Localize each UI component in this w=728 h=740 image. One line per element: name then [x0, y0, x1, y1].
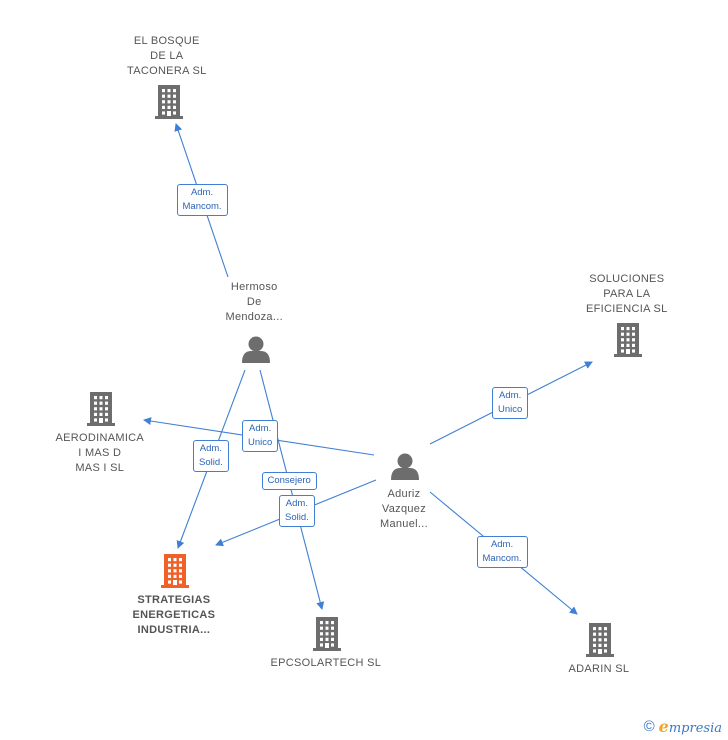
node-label-epcsolartech[interactable]: EPCSOLARTECH SL — [270, 657, 382, 669]
edge-label-aduriz-strategias[interactable]: Adm.Solid. — [279, 495, 315, 527]
person-icon[interactable] — [242, 336, 270, 364]
edge-label-hermoso-el_bosque[interactable]: Adm.Mancom. — [176, 184, 228, 216]
edge-label-aduriz-soluciones[interactable]: Adm.Unico — [492, 387, 529, 419]
brand-logo[interactable]: empresia — [658, 717, 722, 736]
building-icon[interactable] — [313, 617, 341, 651]
person-icon[interactable] — [391, 453, 419, 481]
footer-brand: © empresia — [644, 717, 722, 736]
edge-label-hermoso-strategias[interactable]: Adm.Solid. — [193, 440, 229, 472]
node-label-adarin[interactable]: ADARIN SL — [568, 663, 630, 675]
building-icon[interactable] — [161, 554, 189, 588]
building-icon[interactable] — [614, 323, 642, 357]
building-icon[interactable] — [155, 85, 183, 119]
edge-label-aduriz-adarin[interactable]: Adm.Mancom. — [476, 536, 528, 568]
building-icon[interactable] — [586, 623, 614, 657]
edge-label-hermoso-epcsolartech[interactable]: Consejero — [261, 472, 317, 490]
copyright-icon: © — [643, 718, 655, 735]
edge-label-aduriz-aerodinamica[interactable]: Adm.Unico — [242, 420, 279, 452]
building-icon[interactable] — [87, 392, 115, 426]
